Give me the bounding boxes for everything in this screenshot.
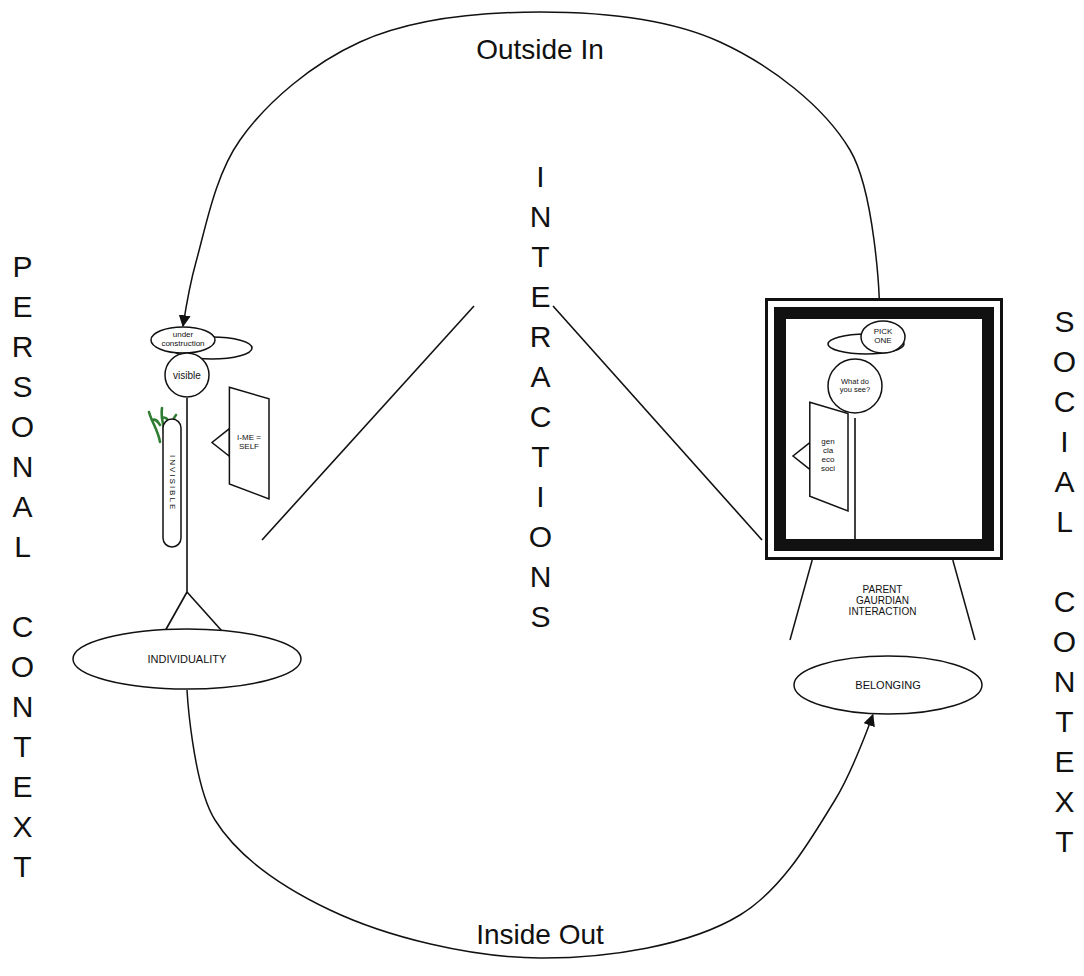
text-holder: I-ME = SELF xyxy=(212,385,270,500)
text-holder: visible xyxy=(164,352,210,398)
interaction-line xyxy=(262,306,474,540)
arc-label: Outside In xyxy=(476,34,604,66)
trapezoid-node: PARENT GAURDIAN INTERACTION xyxy=(790,560,975,640)
plant-leaf xyxy=(149,412,160,442)
stick-body xyxy=(854,418,856,550)
stick-body xyxy=(186,398,188,592)
ellipse-node: PICK ONE xyxy=(860,320,906,354)
curved-arrow xyxy=(187,690,873,958)
arc-label: Inside Out xyxy=(476,919,604,951)
ellipse-node: INDIVIDUALITY xyxy=(72,628,302,690)
circle-node: What do you see? xyxy=(827,358,883,414)
node-outline xyxy=(793,400,849,512)
node-text: gen cla eco soci xyxy=(817,438,839,473)
text-holder: PICK ONE xyxy=(860,320,906,354)
trapezoid-side xyxy=(953,560,975,640)
text-holder: What do you see? xyxy=(827,358,883,414)
text-holder: BELONGING xyxy=(793,655,983,715)
ellipse-outline xyxy=(794,656,982,714)
prism-node: I-ME = SELF xyxy=(212,385,270,500)
frame-node: PICK ONE What do you see? gen cla eco soci xyxy=(765,298,1003,560)
prism-face xyxy=(810,402,848,511)
ellipse-node: BELONGING xyxy=(793,655,983,715)
prism-triangle xyxy=(212,429,229,457)
pill-node: INVISIBLE xyxy=(162,418,182,548)
text-holder: under construction xyxy=(150,326,216,354)
trapezoid-side xyxy=(790,560,812,640)
body-oval xyxy=(163,419,181,547)
ellipse-outline xyxy=(861,321,905,353)
interaction-line xyxy=(553,306,762,540)
context-label: SOCIAL CONTEXT xyxy=(1049,305,1079,865)
node-text: PICK ONE xyxy=(868,328,898,346)
text-holder: gen cla eco soci xyxy=(793,400,849,512)
head-circle xyxy=(828,359,882,413)
ellipse-outline xyxy=(73,629,301,689)
node-text: INVISIBLE xyxy=(168,455,177,511)
text-holder: PARENT GAURDIAN INTERACTION xyxy=(790,560,975,640)
node-text: under construction xyxy=(157,331,209,349)
node-text: visible xyxy=(173,370,201,381)
node-text: I-ME = SELF xyxy=(234,434,264,452)
frame-band xyxy=(780,313,988,545)
plant-leaf xyxy=(152,419,160,425)
prism-node: gen cla eco soci xyxy=(793,400,849,512)
circle-node: visible xyxy=(164,352,210,398)
node-text: BELONGING xyxy=(855,679,920,691)
text-holder: INDIVIDUALITY xyxy=(72,628,302,690)
text-holder: INVISIBLE xyxy=(162,418,182,548)
prism-triangle xyxy=(793,443,810,470)
frame-outer xyxy=(767,300,1002,559)
ellipse-outline xyxy=(151,327,215,353)
context-label: INTERACTIONS xyxy=(525,160,555,640)
context-label: PERSONAL CONTEXT xyxy=(7,250,37,890)
head-circle xyxy=(165,353,209,397)
ellipse-node: under construction xyxy=(150,326,216,354)
node-text: What do you see? xyxy=(835,378,875,395)
node-text: INDIVIDUALITY xyxy=(148,653,227,665)
node-text: PARENT GAURDIAN INTERACTION xyxy=(839,584,927,617)
prism-face xyxy=(229,387,269,499)
